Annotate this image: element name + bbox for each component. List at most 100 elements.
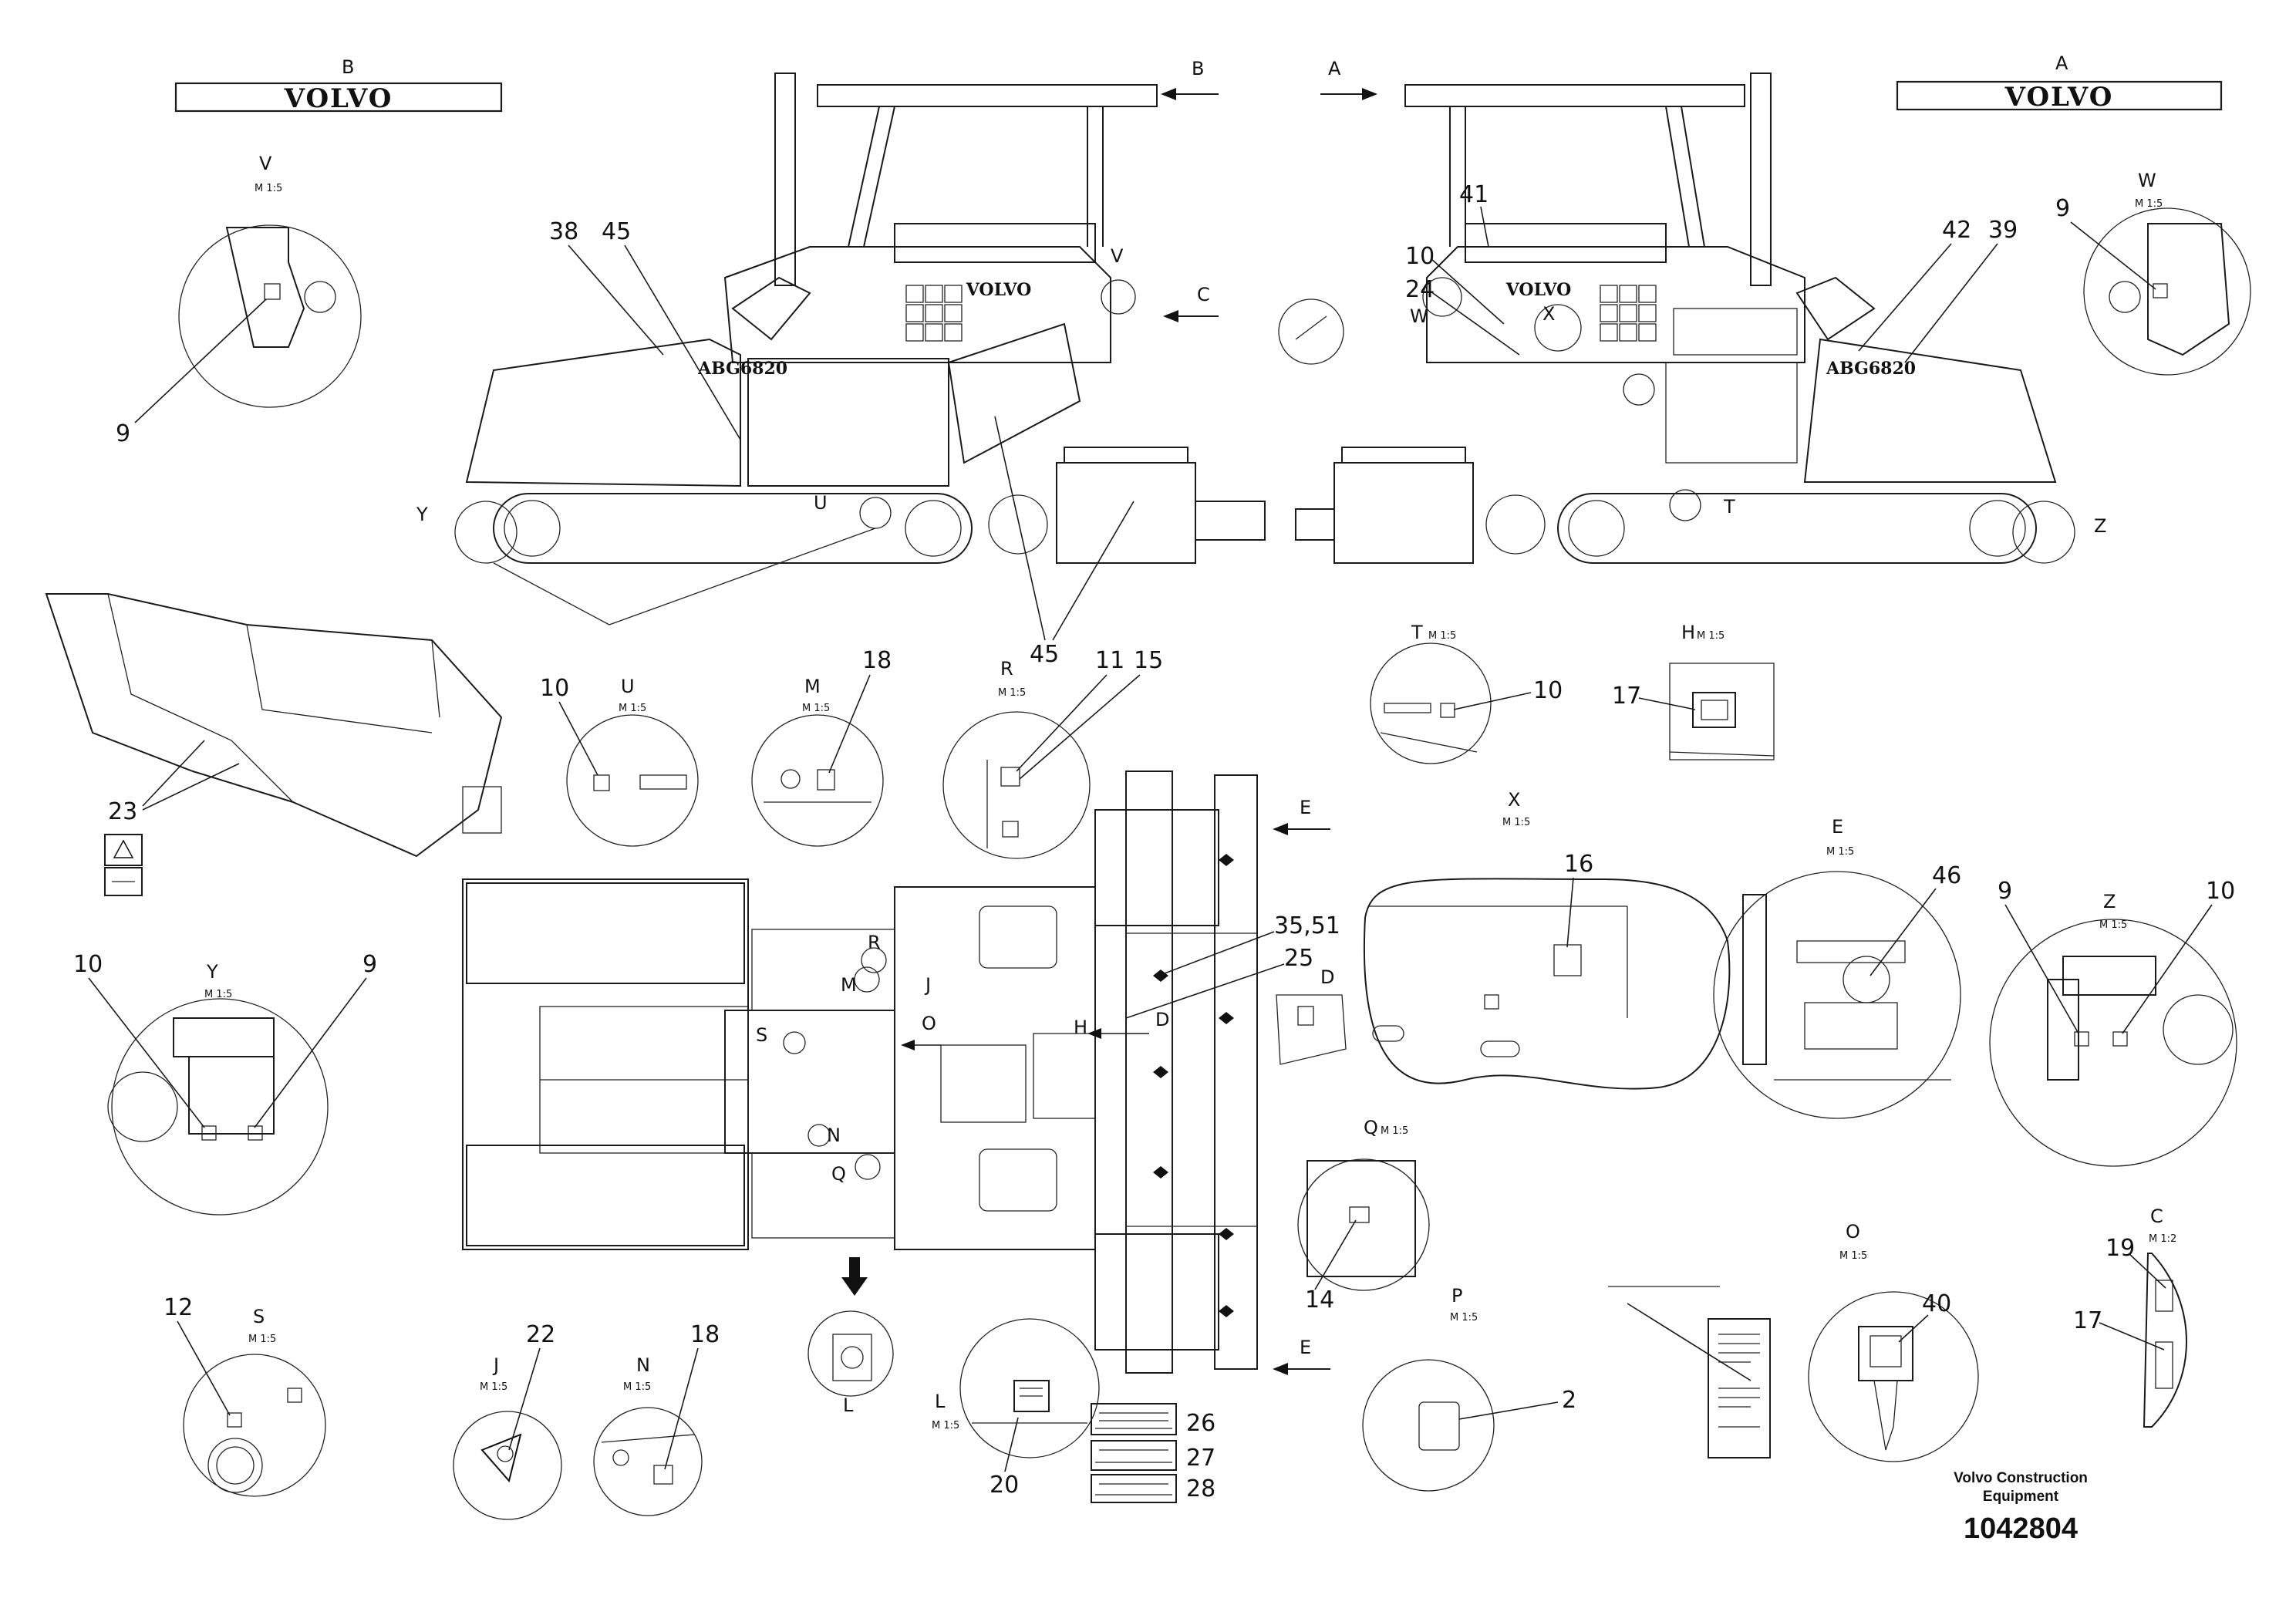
callout-45-top: 45: [602, 218, 631, 245]
detail-c: C M 1:2 19 17: [2073, 1206, 2187, 1428]
scale-x: M 1:5: [1502, 817, 1530, 828]
banner-view-a: A VOLVO: [1896, 52, 2223, 113]
detail-letter-n: N: [636, 1354, 650, 1376]
scale-r: M 1:5: [998, 687, 1026, 699]
detail-letter-y: Y: [206, 961, 218, 983]
callouts-right-side: 41 10 24 42 39: [1405, 181, 2018, 363]
scale-n: M 1:5: [623, 1381, 651, 1393]
callout-9-w: 9: [2055, 195, 2070, 222]
callout-41: 41: [1459, 181, 1489, 208]
side-letter-w: W: [1410, 305, 1428, 327]
view-arrow-a: A: [1320, 58, 1377, 100]
scale-o: M 1:5: [1839, 1250, 1867, 1262]
detail-q: Q M 1:5 14: [1297, 1117, 1430, 1313]
callout-9-y: 9: [362, 951, 377, 978]
detail-letter-d: D: [1320, 966, 1334, 988]
detail-letter-h: H: [1681, 622, 1695, 643]
callout-45-bottom: 45: [1030, 641, 1059, 668]
model-text-right: ABG6820: [1826, 359, 1916, 379]
callout-10-z: 10: [2206, 878, 2235, 905]
detail-letter-m: M: [804, 676, 821, 697]
detail-letter-o: O: [1846, 1221, 1860, 1243]
callout-42: 42: [1942, 217, 1971, 244]
detail-letter-p: P: [1451, 1285, 1462, 1307]
detail-letter-q: Q: [1364, 1117, 1378, 1138]
arrow-letter-a: A: [1328, 58, 1341, 79]
plan-letter-q: Q: [831, 1163, 846, 1185]
company-name-line2: Equipment: [1982, 1489, 2059, 1505]
detail-letter-u: U: [621, 676, 635, 697]
callout-38: 38: [549, 218, 578, 245]
document-number: 1042804: [1964, 1512, 2078, 1545]
detail-o: O M 1:5 40: [1608, 1221, 1979, 1462]
side-letter-t: T: [1723, 496, 1735, 518]
callout-12: 12: [164, 1294, 193, 1321]
view-letter-b: B: [342, 56, 354, 78]
callout-10-y: 10: [73, 951, 103, 978]
side-view-left-machine: VOLVO ABG6820 V U Y: [416, 73, 1266, 626]
detail-s: S M 1:5 12: [164, 1294, 326, 1497]
view-letter-a: A: [2055, 52, 2068, 74]
detail-letter-z: Z: [2103, 891, 2116, 912]
callout-14: 14: [1305, 1286, 1334, 1313]
callout-35-51: 35,51: [1274, 912, 1340, 939]
arrow-letter-b: B: [1192, 58, 1204, 79]
detail-letter-t: T: [1411, 622, 1423, 643]
callout-18-m: 18: [862, 647, 892, 674]
detail-e: E M 1:5 46: [1713, 816, 1961, 1119]
scale-l: M 1:5: [932, 1420, 959, 1431]
hood-logo-right: VOLVO: [1505, 280, 1572, 300]
plan-letter-r: R: [868, 932, 881, 953]
side-view-right-machine: VOLVO ABG6820 W X T Z: [1278, 73, 2106, 564]
arrow-letter-e-top: E: [1300, 797, 1311, 818]
scale-e: M 1:5: [1826, 846, 1854, 858]
callout-10-side: 10: [1405, 243, 1435, 270]
detail-d: D: [1276, 966, 1347, 1065]
detail-u: U M 1:5 10: [540, 675, 699, 847]
detail-letter-e: E: [1832, 816, 1843, 838]
callout-2: 2: [1562, 1387, 1576, 1414]
scale-p: M 1:5: [1450, 1312, 1478, 1324]
detail-v: V M 1:5 9: [116, 153, 362, 447]
banner-view-b: B VOLVO: [174, 56, 503, 114]
detail-l: L L M 1:5 20: [807, 1310, 1100, 1499]
plan-letter-s: S: [756, 1024, 767, 1046]
plan-callouts: 35,51 25: [1125, 912, 1340, 1019]
plan-letter-o: O: [922, 1013, 936, 1034]
callout-11: 11: [1095, 647, 1124, 674]
callout-16: 16: [1564, 851, 1593, 878]
callout-27: 27: [1186, 1445, 1215, 1472]
detail-letter-l: L: [935, 1391, 946, 1412]
view-arrow-b: B: [1161, 58, 1219, 100]
detail-letter-w: W: [2138, 170, 2156, 191]
side-letter-v: V: [1111, 245, 1124, 267]
detail-r: R M 1:5 11 15: [942, 647, 1163, 859]
scale-c: M 1:2: [2149, 1233, 2176, 1245]
detail-w: W M 1:5 9: [2055, 170, 2251, 376]
callout-26: 26: [1186, 1410, 1215, 1437]
plan-letter-d: D: [1155, 1009, 1169, 1030]
arrow-letter-e-bottom: E: [1300, 1337, 1311, 1358]
callout-17-h: 17: [1612, 683, 1641, 710]
callout-46: 46: [1932, 862, 1961, 889]
scale-s: M 1:5: [248, 1334, 276, 1345]
scale-w: M 1:5: [2135, 198, 2163, 210]
detail-letter-x: X: [1508, 789, 1520, 811]
plan-letter-n: N: [827, 1125, 841, 1146]
title-block: Volvo Construction Equipment 1042804: [1944, 1469, 2098, 1546]
detail-letter-c: C: [2150, 1206, 2163, 1227]
detail-x: X M 1:5 16: [1363, 789, 1731, 1090]
callout-18-n: 18: [690, 1321, 720, 1348]
model-text-left: ABG6820: [697, 359, 787, 379]
callout-19: 19: [2106, 1235, 2135, 1262]
decal-plates: 26 27 28: [1091, 1403, 1215, 1503]
plan-letter-m: M: [841, 974, 857, 996]
scale-t: M 1:5: [1428, 630, 1456, 642]
callout-10-t: 10: [1533, 677, 1563, 704]
view-arrows-e: E E: [1273, 797, 1330, 1375]
side-letter-z: Z: [2094, 515, 2106, 537]
detail-t: T M 1:5 10: [1370, 622, 1563, 764]
hood-logo-left: VOLVO: [966, 280, 1032, 300]
callout-24: 24: [1405, 276, 1435, 303]
